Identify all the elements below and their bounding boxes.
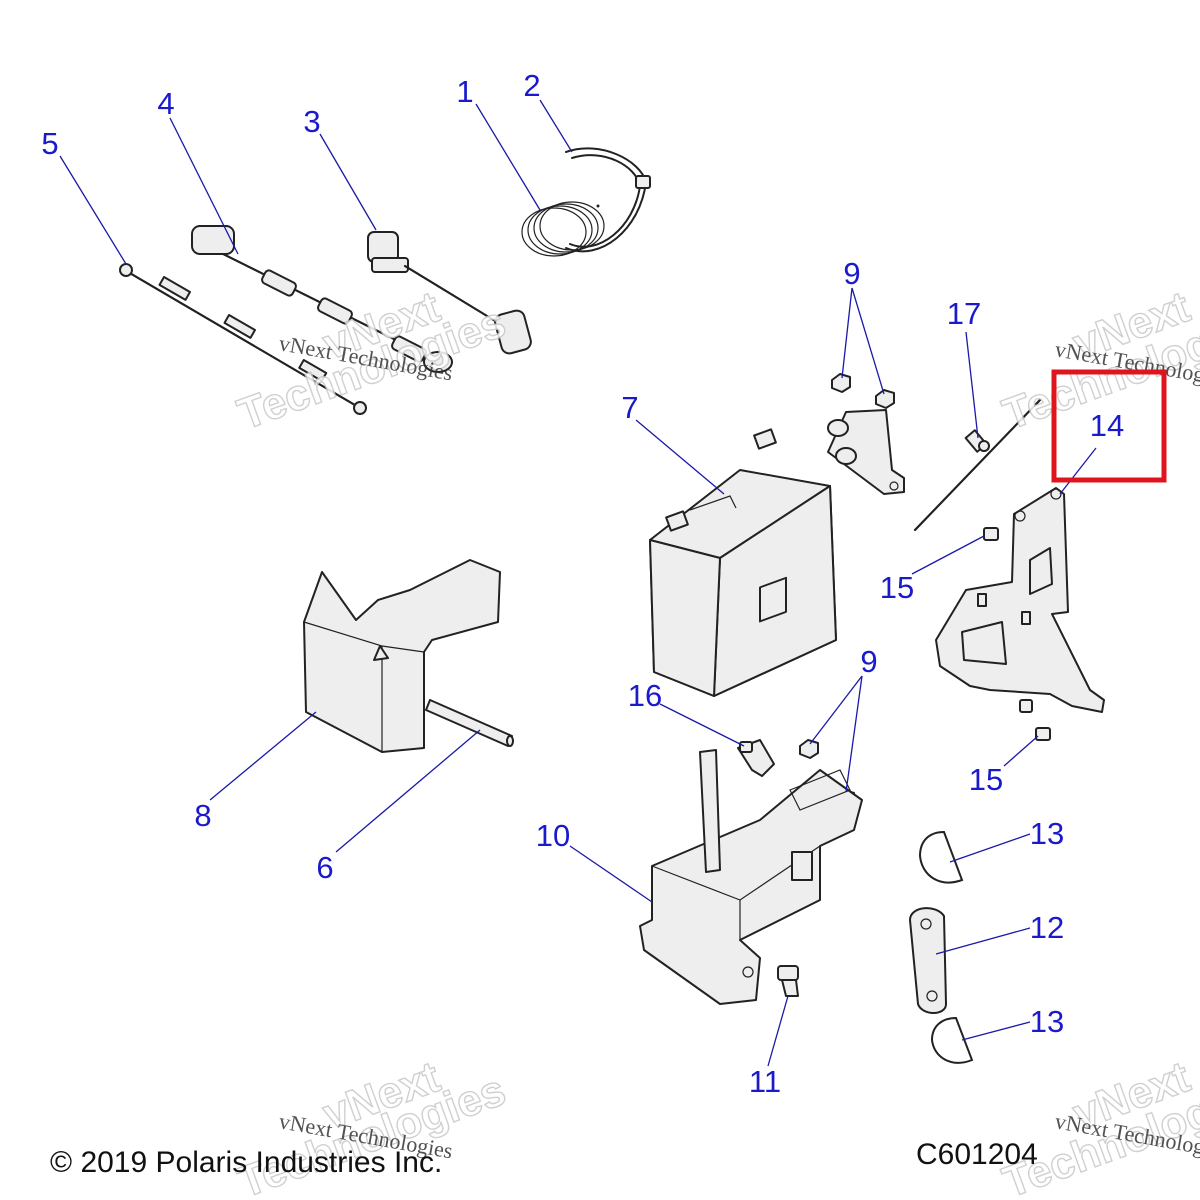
callout-5: 5	[41, 126, 58, 161]
part-4-cable	[191, 225, 453, 373]
callout-2: 2	[523, 68, 540, 103]
leader-8	[209, 711, 317, 801]
leader-6	[335, 729, 481, 853]
watermark-lower-right: vNext Technologies vNext Technologies	[996, 1052, 1200, 1200]
part-16-clip	[737, 739, 775, 777]
leader-3	[319, 133, 377, 231]
part-7-battery	[649, 428, 837, 697]
leader-lines	[59, 99, 1097, 1067]
callout-7: 7	[621, 390, 638, 425]
callout-8: 8	[194, 798, 211, 833]
part-3-cable	[367, 231, 532, 355]
leader-1	[475, 103, 541, 211]
leader-9b-2	[845, 675, 863, 793]
leader-15b	[1003, 735, 1039, 767]
relay-solenoid	[827, 409, 905, 495]
leader-4	[169, 117, 239, 255]
leader-11	[767, 995, 789, 1067]
callout-17: 17	[947, 296, 981, 331]
part-17-strap	[914, 399, 1041, 531]
callout-11: 11	[749, 1064, 781, 1099]
callout-6: 6	[316, 850, 333, 885]
watermark-upper-left: vNext Technologies vNext Technologies	[231, 282, 513, 441]
leader-16	[659, 703, 745, 747]
callout-15-upper: 15	[880, 570, 914, 605]
callout-13-lower: 13	[1030, 1004, 1064, 1039]
highlight-box	[1051, 369, 1167, 483]
part-10-tray	[639, 576, 863, 1005]
leader-9a-2	[851, 287, 885, 395]
part-6-rod	[425, 699, 514, 747]
part-9-nuts-top	[831, 373, 895, 409]
leader-13b	[961, 1021, 1031, 1041]
copyright-text: © 2019 Polaris Industries Inc.	[50, 1146, 442, 1179]
leader-17	[965, 331, 979, 439]
leader-10	[569, 845, 653, 903]
leader-9a-1	[841, 287, 853, 379]
callout-9-lower: 9	[860, 644, 877, 679]
leader-7	[635, 419, 725, 495]
callout-4: 4	[157, 86, 174, 121]
leader-14	[1059, 447, 1097, 495]
leader-13a	[949, 833, 1031, 863]
part-15-bolts	[983, 527, 1051, 741]
callout-15-lower: 15	[969, 762, 1003, 797]
callout-3: 3	[303, 104, 320, 139]
leader-5	[59, 155, 127, 265]
diagram-code: C601204	[916, 1138, 1038, 1171]
part-14-bracket	[935, 487, 1105, 713]
part-12-link	[909, 907, 947, 1014]
callout-12: 12	[1030, 910, 1064, 945]
part-8-cover	[303, 559, 501, 753]
callouts: 1 2 3 4 5 6 7 8 9 9 10 11 12 13 13 14 15…	[41, 68, 1124, 1099]
leader-2	[539, 99, 573, 153]
leader-12	[935, 927, 1031, 955]
callout-9-top: 9	[843, 256, 860, 291]
leader-9b-1	[809, 675, 863, 745]
callout-1: 1	[456, 74, 473, 109]
part-2-strap	[565, 147, 651, 253]
callout-16: 16	[628, 678, 662, 713]
part-5-cable	[119, 263, 367, 415]
callout-13-upper: 13	[1030, 816, 1064, 851]
callout-14: 14	[1090, 408, 1124, 443]
leader-15a	[911, 535, 985, 575]
callout-10: 10	[536, 818, 570, 853]
part-11-bolt	[777, 965, 799, 997]
part-1-tie-coil	[521, 201, 605, 257]
